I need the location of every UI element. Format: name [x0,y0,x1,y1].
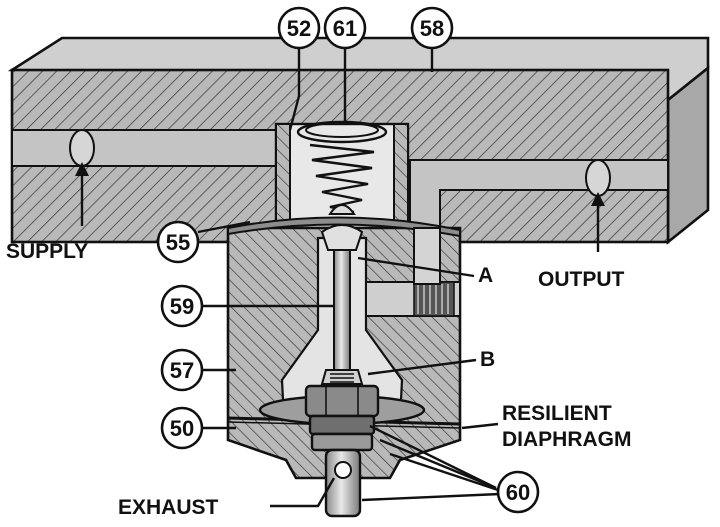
valve-stem [320,224,364,385]
svg-text:58: 58 [420,16,444,41]
supply-label: SUPPLY [6,240,88,263]
exhaust-label: EXHAUST [118,496,219,519]
nut-assembly [258,384,426,518]
label-b: B [480,348,495,371]
label-a: A [478,264,493,287]
svg-text:61: 61 [333,16,357,41]
svg-text:55: 55 [166,230,190,255]
svg-text:59: 59 [170,294,194,319]
callout-61: 61 [323,6,367,50]
callout-55: 55 [156,220,200,264]
callout-52: 52 [277,6,321,50]
svg-text:60: 60 [506,480,530,505]
resilient-label-line2: DIAPHRAGM [502,428,632,451]
callout-57: 57 [160,348,204,392]
callout-60: 60 [496,470,540,514]
spring [309,143,375,214]
callout-50: 50 [160,406,204,450]
callout-58: 58 [410,6,454,50]
svg-text:52: 52 [287,16,311,41]
callout-59: 59 [160,284,204,328]
output-label: OUTPUT [538,268,625,291]
svg-text:57: 57 [170,358,194,383]
resilient-label-line1: RESILIENT [502,402,612,425]
svg-text:50: 50 [170,416,194,441]
leader-lines [75,46,605,508]
spring-bore [274,120,410,230]
